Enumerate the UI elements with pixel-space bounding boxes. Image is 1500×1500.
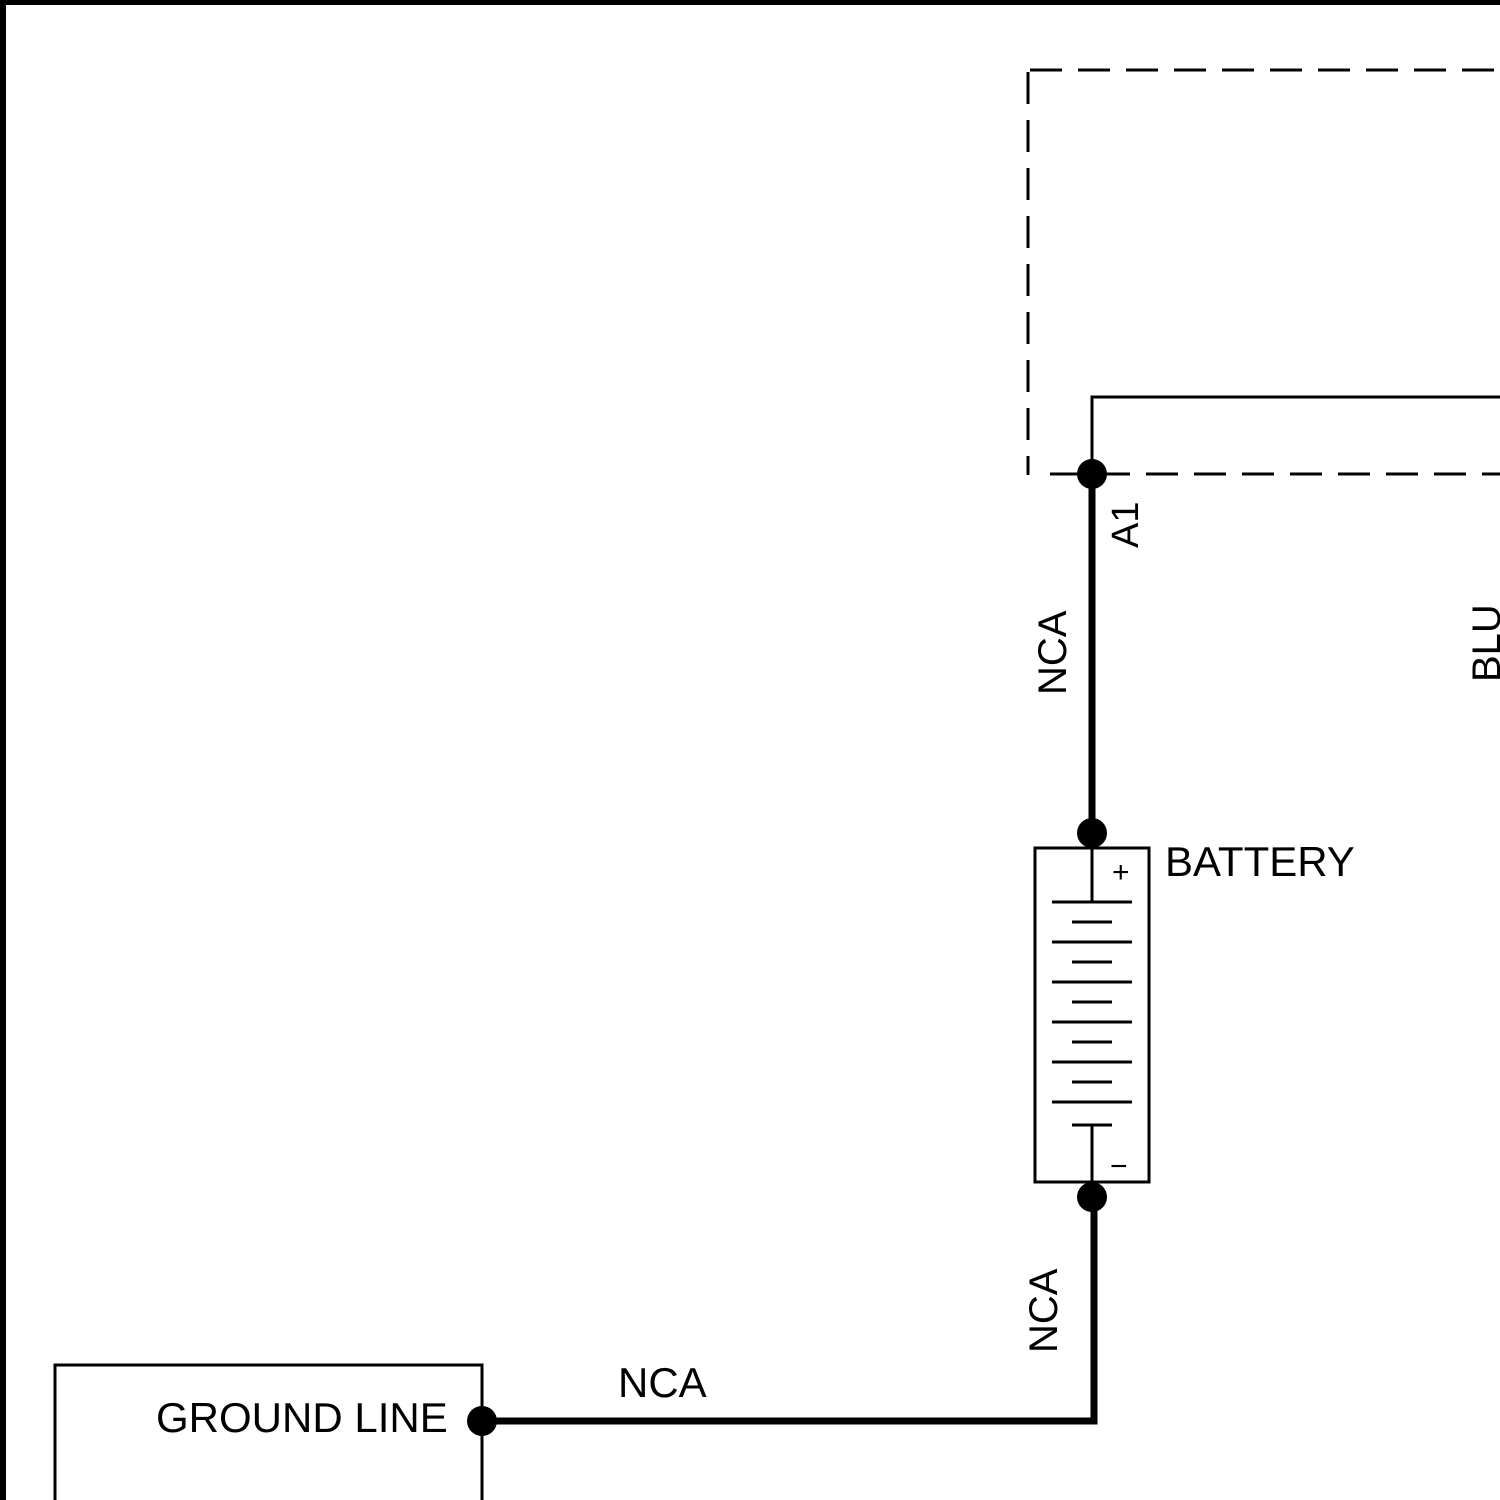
battery-label: BATTERY xyxy=(1165,838,1355,885)
connector-a1-node xyxy=(1077,459,1107,489)
wire-bottom-horizontal-label: NCA xyxy=(618,1359,707,1406)
wire-bottom-vertical-label: NCA xyxy=(1022,1268,1066,1353)
ground-line-label: GROUND LINE xyxy=(156,1394,448,1441)
connector-pin-label: A1 xyxy=(1105,502,1147,548)
internal-wire xyxy=(1092,397,1500,474)
battery-minus-sign: − xyxy=(1110,1150,1128,1183)
wire-nca-bottom xyxy=(482,1197,1094,1421)
battery-plus-sign: + xyxy=(1112,856,1130,889)
wire-top-label: NCA xyxy=(1031,610,1075,695)
wire-right-partial-label: BLU xyxy=(1465,604,1500,682)
battery-symbol xyxy=(1035,848,1149,1182)
battery-positive-node xyxy=(1077,818,1107,848)
module-dashed-boundary xyxy=(1028,70,1500,475)
